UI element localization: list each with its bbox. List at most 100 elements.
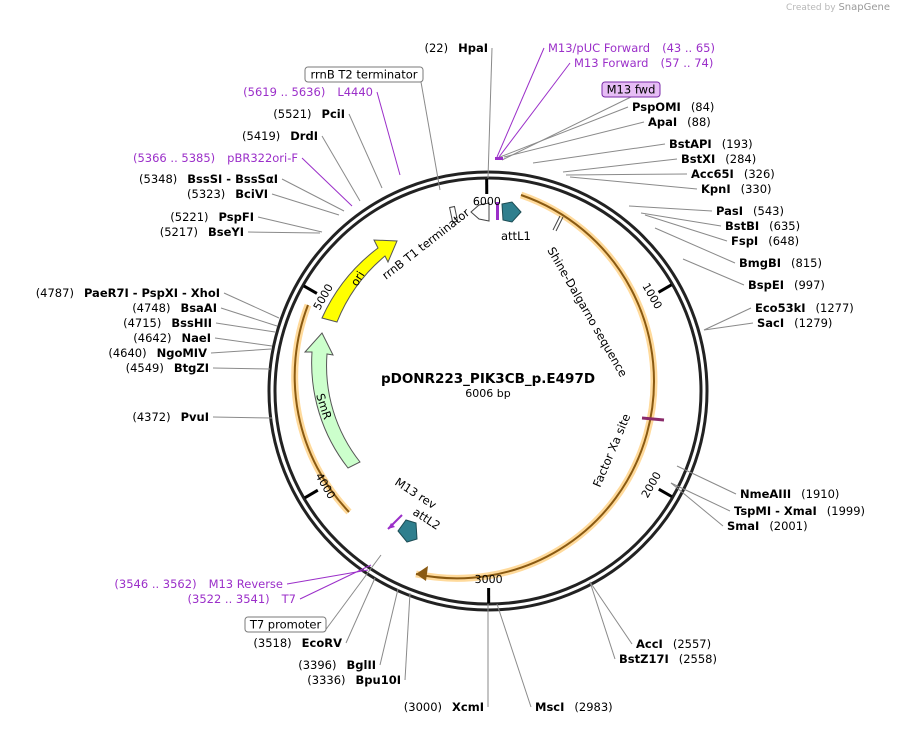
orf-arc-left	[291, 303, 352, 515]
site-bspei[interactable]: BspEI(997)	[748, 278, 825, 292]
primer-l4440[interactable]: L4440(5619 .. 5636)	[243, 85, 373, 99]
site-bsssi-bsss-i[interactable]: BssSI - BssSαI(5348)	[139, 172, 278, 186]
site-position: (3336)	[307, 673, 345, 687]
site-position: (193)	[722, 137, 753, 151]
site-name: Bpu10I	[356, 673, 401, 687]
site-pspfi[interactable]: PspFI (5221)	[170, 210, 254, 224]
site-position: (2558)	[679, 652, 717, 666]
factorxa-mark	[641, 416, 665, 422]
leader-line	[682, 258, 745, 286]
site-xcmi[interactable]: XcmI(3000)	[404, 700, 484, 714]
site-kpni[interactable]: KpnI(330)	[701, 182, 772, 196]
site-acci[interactable]: AccI(2557)	[636, 637, 711, 651]
leader-line	[589, 581, 616, 660]
site-name: NmeAIII	[740, 487, 791, 501]
leader-line	[565, 173, 688, 176]
feature-box-rrnb-t2-terminator[interactable]: rrnB T2 terminator	[304, 66, 424, 83]
site-drdi[interactable]: DrdI(5419)	[242, 129, 318, 143]
primer-labels: M13/pUC Forward(43 .. 65)M13 Forward(57 …	[114, 41, 715, 606]
site-bpu10i[interactable]: Bpu10I (3336)	[307, 673, 401, 687]
site-paer7i-pspxi-xhoi[interactable]: PaeR7I - PspXI - XhoI (4787)	[36, 286, 220, 300]
tick-mark-3	[304, 488, 319, 500]
site-name: Eco53kI	[755, 301, 806, 315]
site-msci[interactable]: MscI(2983)	[535, 700, 613, 714]
leader-line	[345, 577, 376, 644]
leader-line	[212, 367, 271, 370]
site-name: PaeR7I - PspXI - XhoI	[84, 286, 220, 300]
site-position: (4715)	[123, 316, 161, 330]
site-position: (5521)	[273, 107, 311, 121]
site-bstbi[interactable]: BstBI(635)	[725, 219, 800, 233]
site-ngomiv[interactable]: NgoMIV(4640)	[108, 346, 207, 360]
site-pspomi[interactable]: PspOMI(84)	[632, 100, 714, 114]
site-position: (2001)	[769, 519, 807, 533]
site-position: (88)	[687, 115, 711, 129]
site-position: (4787)	[36, 286, 74, 300]
leader-line	[703, 322, 754, 331]
site-position: (1910)	[801, 487, 839, 501]
site-position: (4640)	[108, 346, 146, 360]
feature-box-t7-promoter[interactable]: T7 promoter	[244, 616, 327, 633]
site-position: (3000)	[404, 700, 442, 714]
orf-arc	[415, 191, 658, 582]
site-position: (5221)	[170, 210, 208, 224]
primer-t7[interactable]: T7(3522 .. 3541)	[188, 592, 296, 606]
site-pasi[interactable]: PasI(543)	[716, 204, 784, 218]
leader-line	[498, 62, 571, 158]
attl1-label: attL1	[501, 229, 531, 243]
attl2-arrow	[397, 519, 418, 543]
site-naei[interactable]: NaeI(4642)	[133, 331, 211, 345]
site-name: MscI	[535, 700, 564, 714]
site-bstapi[interactable]: BstAPI (193)	[669, 137, 753, 151]
site-pcii[interactable]: PciI(5521)	[273, 107, 345, 121]
site-bstz17i[interactable]: BstZ17I(2558)	[619, 652, 717, 666]
site-pvui[interactable]: PvuI(4372)	[132, 410, 209, 424]
site-name: EcoRV	[302, 636, 342, 650]
leader-line	[271, 193, 340, 216]
site-fspi[interactable]: FspI(648)	[731, 234, 799, 248]
leader-line	[532, 143, 666, 164]
site-btgzi[interactable]: BtgZI(4549)	[126, 361, 209, 375]
site-name: BssHII	[171, 316, 212, 330]
site-ecorv[interactable]: EcoRV(3518)	[253, 636, 342, 650]
site-name: SacI	[757, 316, 784, 330]
site-name: BstAPI	[669, 137, 712, 151]
site-bsaai[interactable]: BsaAI(4748)	[132, 301, 217, 315]
site-bseyi[interactable]: BseYI(5217)	[160, 225, 244, 239]
site-name: NaeI	[182, 331, 211, 345]
leader-line	[420, 81, 441, 191]
site-name: BstBI	[725, 219, 759, 233]
shine-dalgarno-mark	[552, 215, 561, 231]
feature-box-m13-fwd[interactable]: M13 fwd	[601, 81, 661, 98]
leader-line	[487, 47, 493, 179]
site-bglii[interactable]: BglII(3396)	[298, 658, 376, 672]
site-hpai[interactable]: HpaI(22)	[424, 41, 488, 55]
site-apai[interactable]: ApaI(88)	[648, 115, 711, 129]
tick-mark-1	[658, 487, 673, 498]
site-bmgbi[interactable]: BmgBI(815)	[739, 256, 822, 270]
site-nmeaiii[interactable]: NmeAIII (1910)	[740, 487, 839, 501]
site-saci[interactable]: SacI(1279)	[757, 316, 832, 330]
leader-line	[670, 482, 724, 527]
leader-line	[223, 292, 280, 319]
primer-pbr322ori-f[interactable]: pBR322ori-F(5366 .. 5385)	[133, 151, 298, 165]
primer-m13-forward[interactable]: M13 Forward(57 .. 74)	[574, 56, 713, 70]
site-eco53ki[interactable]: Eco53kI(1277)	[755, 301, 854, 315]
primer-m13-reverse[interactable]: M13 Reverse(3546 .. 3562)	[114, 577, 283, 591]
site-name: PspFI	[219, 210, 254, 224]
watermark-prefix: Created by	[786, 3, 836, 13]
feature-box-frame	[601, 81, 661, 98]
site-position: (543)	[753, 204, 784, 218]
site-position: (815)	[791, 256, 822, 270]
site-bsshii[interactable]: BssHII (4715)	[123, 316, 212, 330]
primer-m13-puc-forward[interactable]: M13/pUC Forward(43 .. 65)	[548, 41, 715, 55]
site-name: TspMI - XmaI	[734, 504, 817, 518]
site-acc65i[interactable]: Acc65I(326)	[691, 167, 775, 181]
site-tspmi-xmai[interactable]: TspMI - XmaI(1999)	[734, 504, 865, 518]
site-name: SmaI	[727, 519, 759, 533]
site-bstxi[interactable]: BstXI(284)	[681, 152, 756, 166]
site-bcivi[interactable]: BciVI(5323)	[187, 187, 268, 201]
site-smai[interactable]: SmaI (2001)	[727, 519, 808, 533]
leader-line	[501, 96, 632, 161]
